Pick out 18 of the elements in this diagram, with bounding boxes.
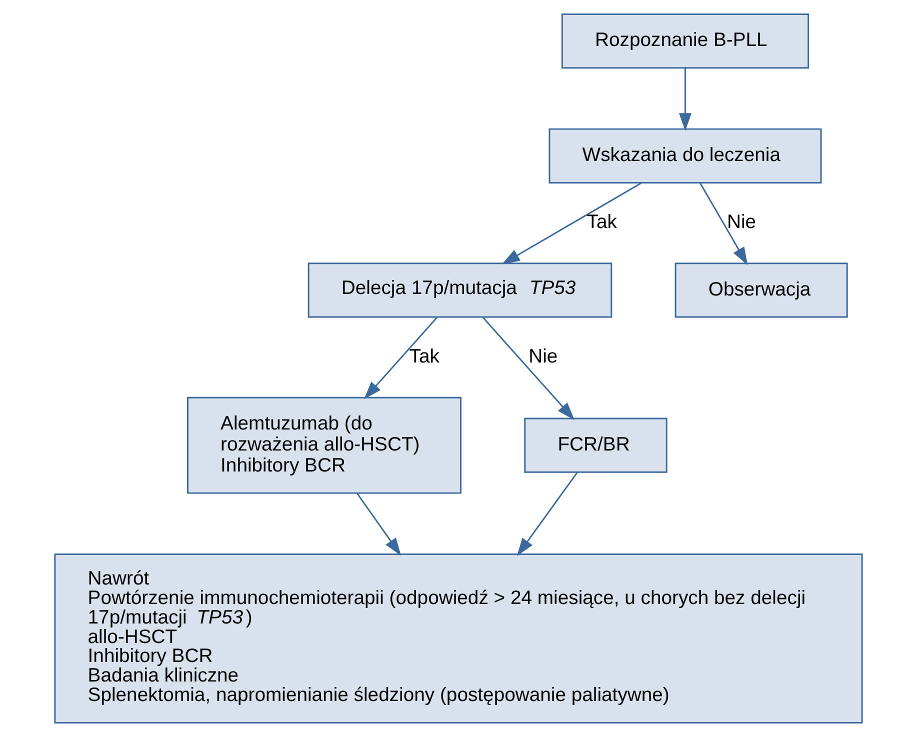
arrow bbox=[482, 316, 574, 420]
node-box: Wskazania do leczenia bbox=[548, 128, 822, 184]
arrow bbox=[501, 182, 642, 264]
node-box: Alemtuzumab (do rozważenia allo-HSCT) Inhibitory BCR bbox=[186, 396, 461, 494]
node-box: Rozpoznanie B-PLL bbox=[560, 13, 809, 69]
edge-label: Nie bbox=[726, 211, 756, 234]
node-box: Delecja 17p/mutacja TP53 bbox=[307, 262, 612, 318]
node-box: Nawrót Powtórzenie immunochemioterapii (odpowiedź > 24 miesiące, u chorych bez delecji 17p/mutacji TP53) allo-HSCT Inhibitory BCR Badania kliniczne Splenektomia, napromienianie śledziony (postępowanie paliatywne) bbox=[54, 553, 862, 724]
node-box: Obserwacja bbox=[674, 262, 848, 318]
edge-label: Nie bbox=[528, 345, 558, 368]
arrow bbox=[364, 316, 438, 400]
node-box: FCR/BR bbox=[524, 418, 667, 473]
edge-label: Tak bbox=[586, 211, 616, 234]
arrow bbox=[699, 182, 748, 266]
edge-label: Tak bbox=[408, 345, 439, 368]
arrow bbox=[516, 472, 578, 556]
arrow bbox=[678, 68, 692, 131]
arrow bbox=[356, 492, 401, 556]
